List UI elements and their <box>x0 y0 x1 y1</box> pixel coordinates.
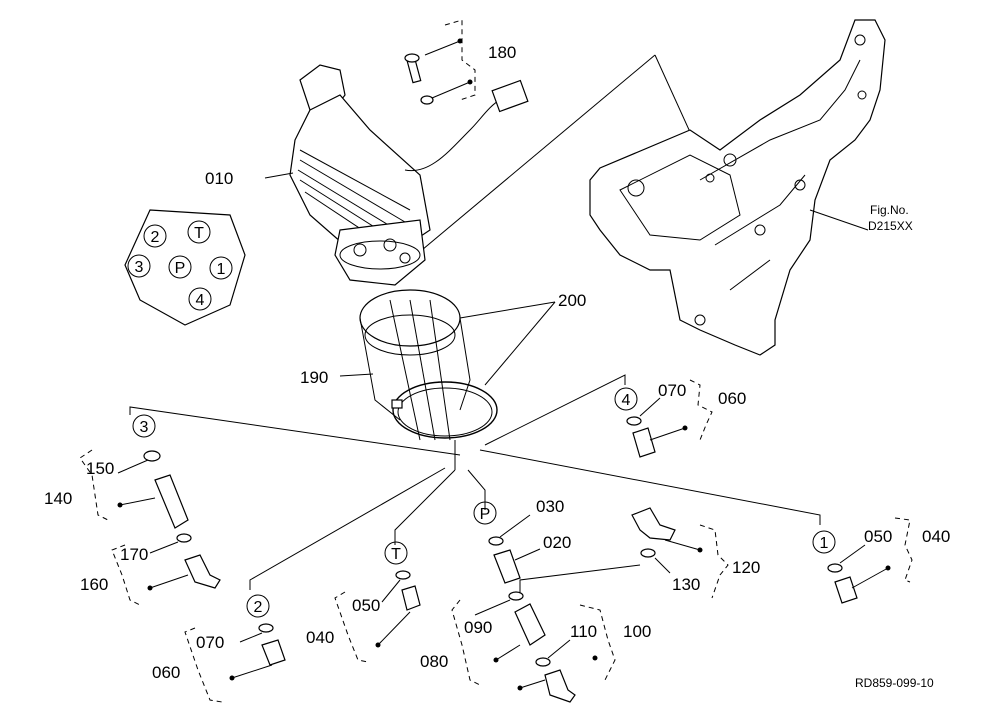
callout-1: 1 <box>820 535 829 552</box>
figure-ref-label: Fig.No. <box>870 203 909 217</box>
elbow-fitting-group <box>631 507 729 599</box>
port-4-group <box>614 379 713 458</box>
port-p: P <box>175 260 186 277</box>
port-layout <box>124 209 246 326</box>
bolt-washer <box>404 19 476 105</box>
label-070a: 070 <box>196 633 224 652</box>
label-140: 140 <box>44 489 72 508</box>
callout-4: 4 <box>622 392 631 409</box>
boot-and-clamp <box>339 289 556 441</box>
label-010: 010 <box>205 169 233 188</box>
port-2-group <box>184 594 286 703</box>
label-040a: 040 <box>306 628 334 647</box>
label-110: 110 <box>570 622 597 641</box>
port-2: 2 <box>151 229 160 246</box>
label-160: 160 <box>80 575 108 594</box>
label-180: 180 <box>488 43 516 62</box>
label-050b: 050 <box>864 527 892 546</box>
label-170: 170 <box>120 545 148 564</box>
callout-p: P <box>480 506 491 523</box>
joystick-valve <box>264 64 529 286</box>
label-200: 200 <box>558 291 586 310</box>
label-120: 120 <box>732 558 760 577</box>
callout-3: 3 <box>140 419 149 436</box>
label-070b: 070 <box>658 381 686 400</box>
port-1-group <box>812 517 913 604</box>
label-150: 150 <box>86 459 114 478</box>
label-100: 100 <box>623 622 651 641</box>
port-t-group <box>334 541 421 663</box>
label-190: 190 <box>300 368 328 387</box>
port-t: T <box>194 225 204 242</box>
label-060a: 060 <box>152 663 180 682</box>
figure-ref-code: D215XX <box>868 219 913 233</box>
port-3-group <box>79 414 221 606</box>
label-040b: 040 <box>922 527 950 546</box>
label-060b: 060 <box>718 389 746 408</box>
label-080: 080 <box>420 652 448 671</box>
drawing-id: RD859-099-10 <box>855 676 934 690</box>
mounting-bracket <box>589 19 886 356</box>
callout-2: 2 <box>254 599 263 616</box>
port-3: 3 <box>135 259 144 276</box>
callout-t: T <box>391 546 401 563</box>
label-130: 130 <box>672 575 700 594</box>
label-020: 020 <box>543 533 571 552</box>
label-050a: 050 <box>352 596 380 615</box>
port-p-group <box>451 501 616 703</box>
port-4: 4 <box>196 292 205 309</box>
label-090: 090 <box>464 618 492 637</box>
label-030: 030 <box>536 497 564 516</box>
port-1: 1 <box>217 261 226 278</box>
leader-lines <box>129 54 821 600</box>
